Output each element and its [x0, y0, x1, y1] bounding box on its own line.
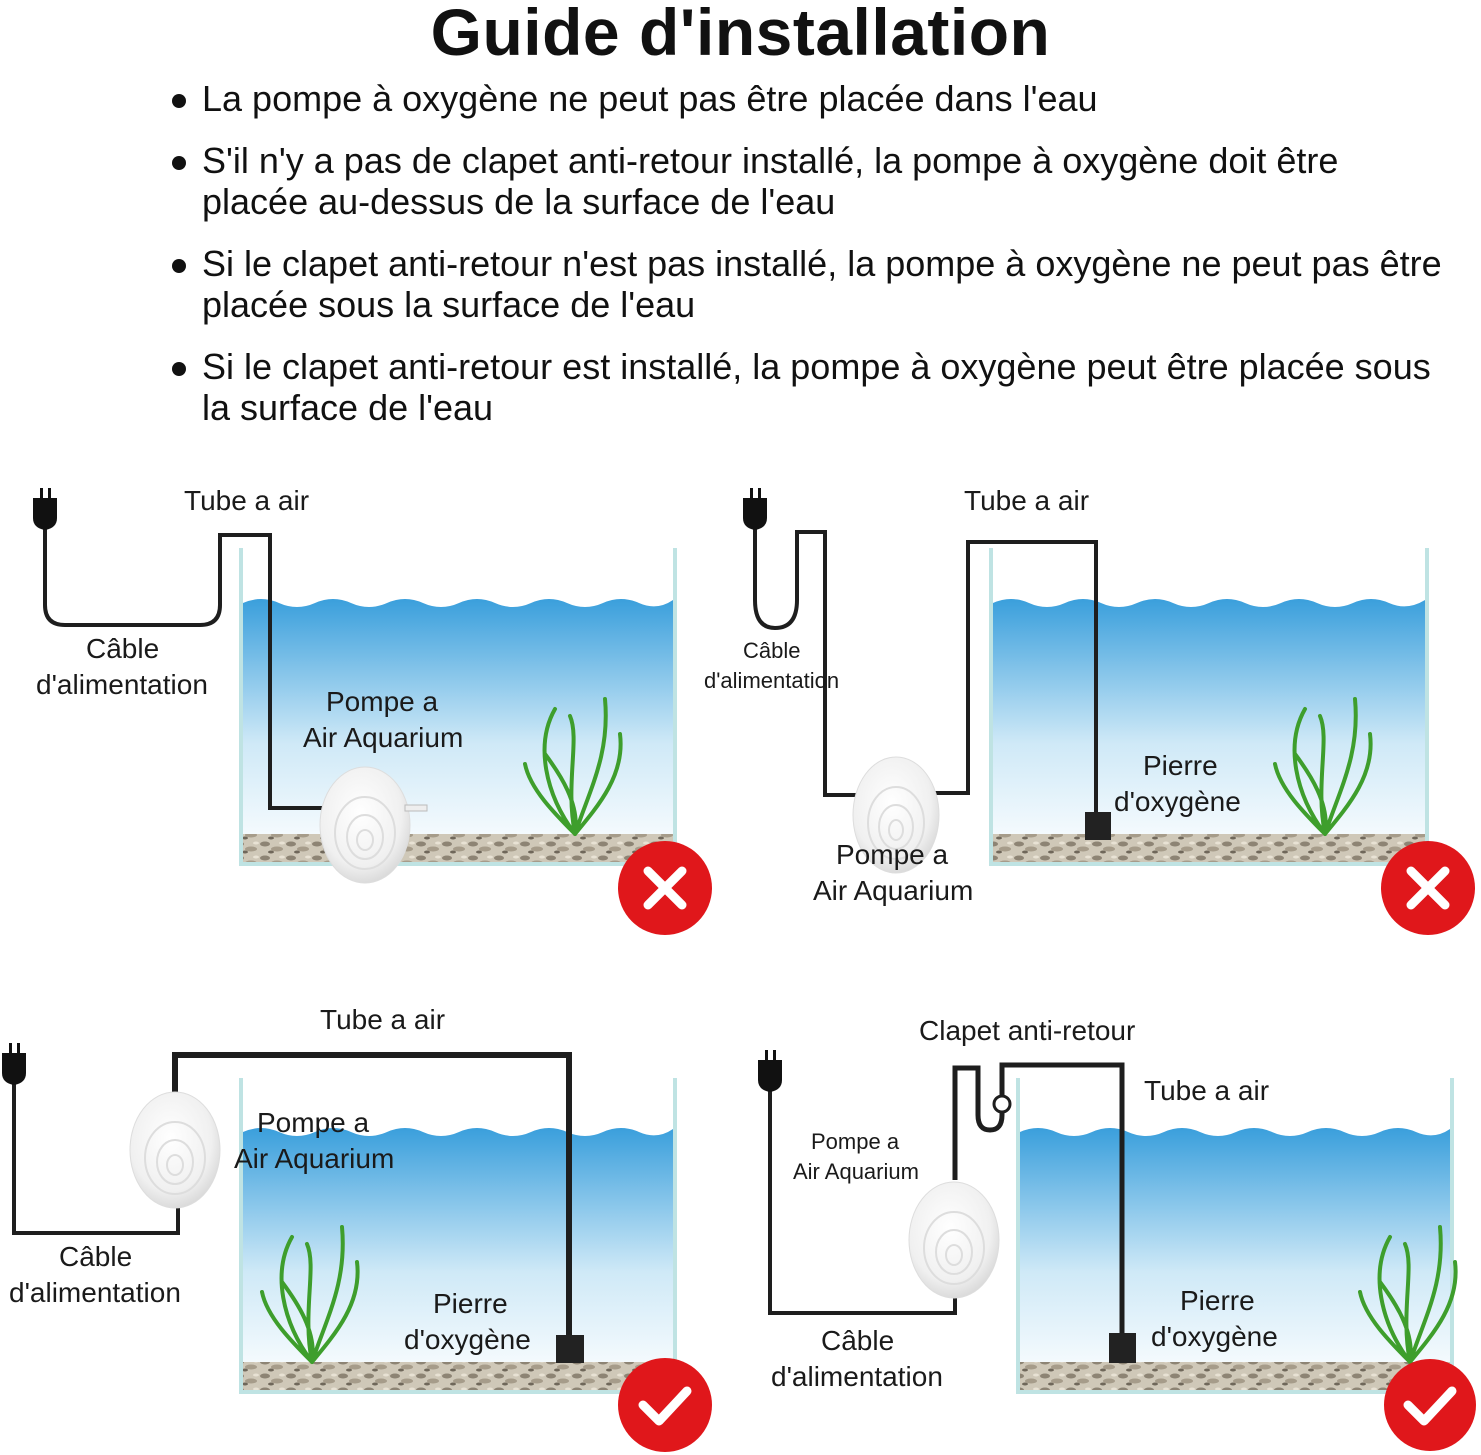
panel-pump-in-water	[33, 488, 712, 935]
air-pump-label: Pompe a	[326, 686, 439, 717]
oxygen-stone-label: d'oxygène	[1114, 786, 1241, 817]
air-tube-label: Tube a air	[184, 485, 310, 516]
air-tube	[952, 1062, 1125, 1345]
air-pump-label: Pompe a	[811, 1129, 900, 1154]
power-cable-label: d'alimentation	[771, 1361, 943, 1392]
oxygen-stone-label: Pierre	[1180, 1285, 1255, 1316]
oxygen-stone	[1109, 1333, 1136, 1363]
panel-pump-above-water	[2, 1043, 712, 1452]
panel-pump-with-check-valve	[758, 1050, 1476, 1451]
power-cable-label: Câble	[59, 1241, 133, 1272]
plug-icon	[758, 1050, 782, 1092]
power-cable	[768, 1088, 957, 1315]
plant	[260, 1225, 360, 1364]
oxygen-stone-label: d'oxygène	[404, 1324, 531, 1355]
power-cable-label: d'alimentation	[36, 669, 208, 700]
oxygen-stone	[1085, 812, 1111, 840]
power-cable-label: Câble	[821, 1325, 895, 1356]
panel-pump-below-no-valve	[743, 488, 1475, 935]
status-badge	[618, 1358, 712, 1452]
air-tube	[930, 540, 1098, 825]
air-tube	[172, 1052, 572, 1345]
status-badge	[1384, 1359, 1476, 1451]
check-icon	[1403, 1386, 1457, 1426]
air-pump	[129, 1091, 221, 1209]
status-badge	[618, 841, 712, 935]
air-pump-label: Pompe a	[836, 839, 949, 870]
air-tube-label: Tube a air	[320, 1004, 446, 1035]
power-cable	[753, 527, 860, 797]
check-icon	[638, 1386, 692, 1426]
air-pump	[908, 1181, 1000, 1299]
oxygen-stone	[556, 1335, 584, 1363]
air-pump-label: Pompe a	[257, 1107, 370, 1138]
air-pump	[852, 756, 940, 874]
air-pump-label: Air Aquarium	[303, 722, 464, 753]
check-valve	[992, 1094, 1012, 1114]
instruction-list: La pompe à oxygène ne peut pas être plac…	[168, 78, 1448, 449]
plant	[1273, 697, 1373, 836]
oxygen-stone-label: d'oxygène	[1151, 1321, 1278, 1352]
power-cable-label: Câble	[743, 638, 801, 663]
check-valve-label: Clapet anti-retour	[919, 1015, 1136, 1046]
air-pump-label: Air Aquarium	[793, 1159, 919, 1184]
air-tube-label: Tube a air	[1144, 1075, 1270, 1106]
aquarium-tank	[239, 548, 677, 866]
oxygen-stone-label: Pierre	[433, 1288, 508, 1319]
power-cable	[43, 527, 330, 810]
instruction-item: La pompe à oxygène ne peut pas être plac…	[168, 78, 1448, 119]
air-pump	[319, 766, 428, 884]
instruction-item: Si le clapet anti-retour est installé, l…	[168, 346, 1448, 428]
plug-icon	[33, 488, 57, 530]
plug-icon	[743, 488, 767, 530]
page-title: Guide d'installation	[430, 0, 1051, 69]
plug-icon	[2, 1043, 26, 1085]
plant	[523, 697, 623, 836]
air-pump-label: Air Aquarium	[813, 875, 974, 906]
air-tube-label: Tube a air	[964, 485, 1090, 516]
instruction-item: S'il n'y a pas de clapet anti-retour ins…	[168, 140, 1448, 222]
aquarium-tank	[1016, 1078, 1454, 1394]
instruction-item: Si le clapet anti-retour n'est pas insta…	[168, 243, 1448, 325]
cross-icon	[643, 866, 687, 910]
power-cable-label: d'alimentation	[704, 668, 840, 693]
power-cable	[12, 1080, 180, 1235]
power-cable-label: Câble	[86, 633, 160, 664]
plant	[1358, 1225, 1458, 1364]
aquarium-tank	[989, 548, 1429, 866]
oxygen-stone-label: Pierre	[1143, 750, 1218, 781]
air-pump-label: Air Aquarium	[234, 1143, 395, 1174]
aquarium-tank	[239, 1078, 677, 1394]
power-cable-label: d'alimentation	[9, 1277, 181, 1308]
status-badge	[1381, 841, 1475, 935]
cross-icon	[1406, 866, 1450, 910]
